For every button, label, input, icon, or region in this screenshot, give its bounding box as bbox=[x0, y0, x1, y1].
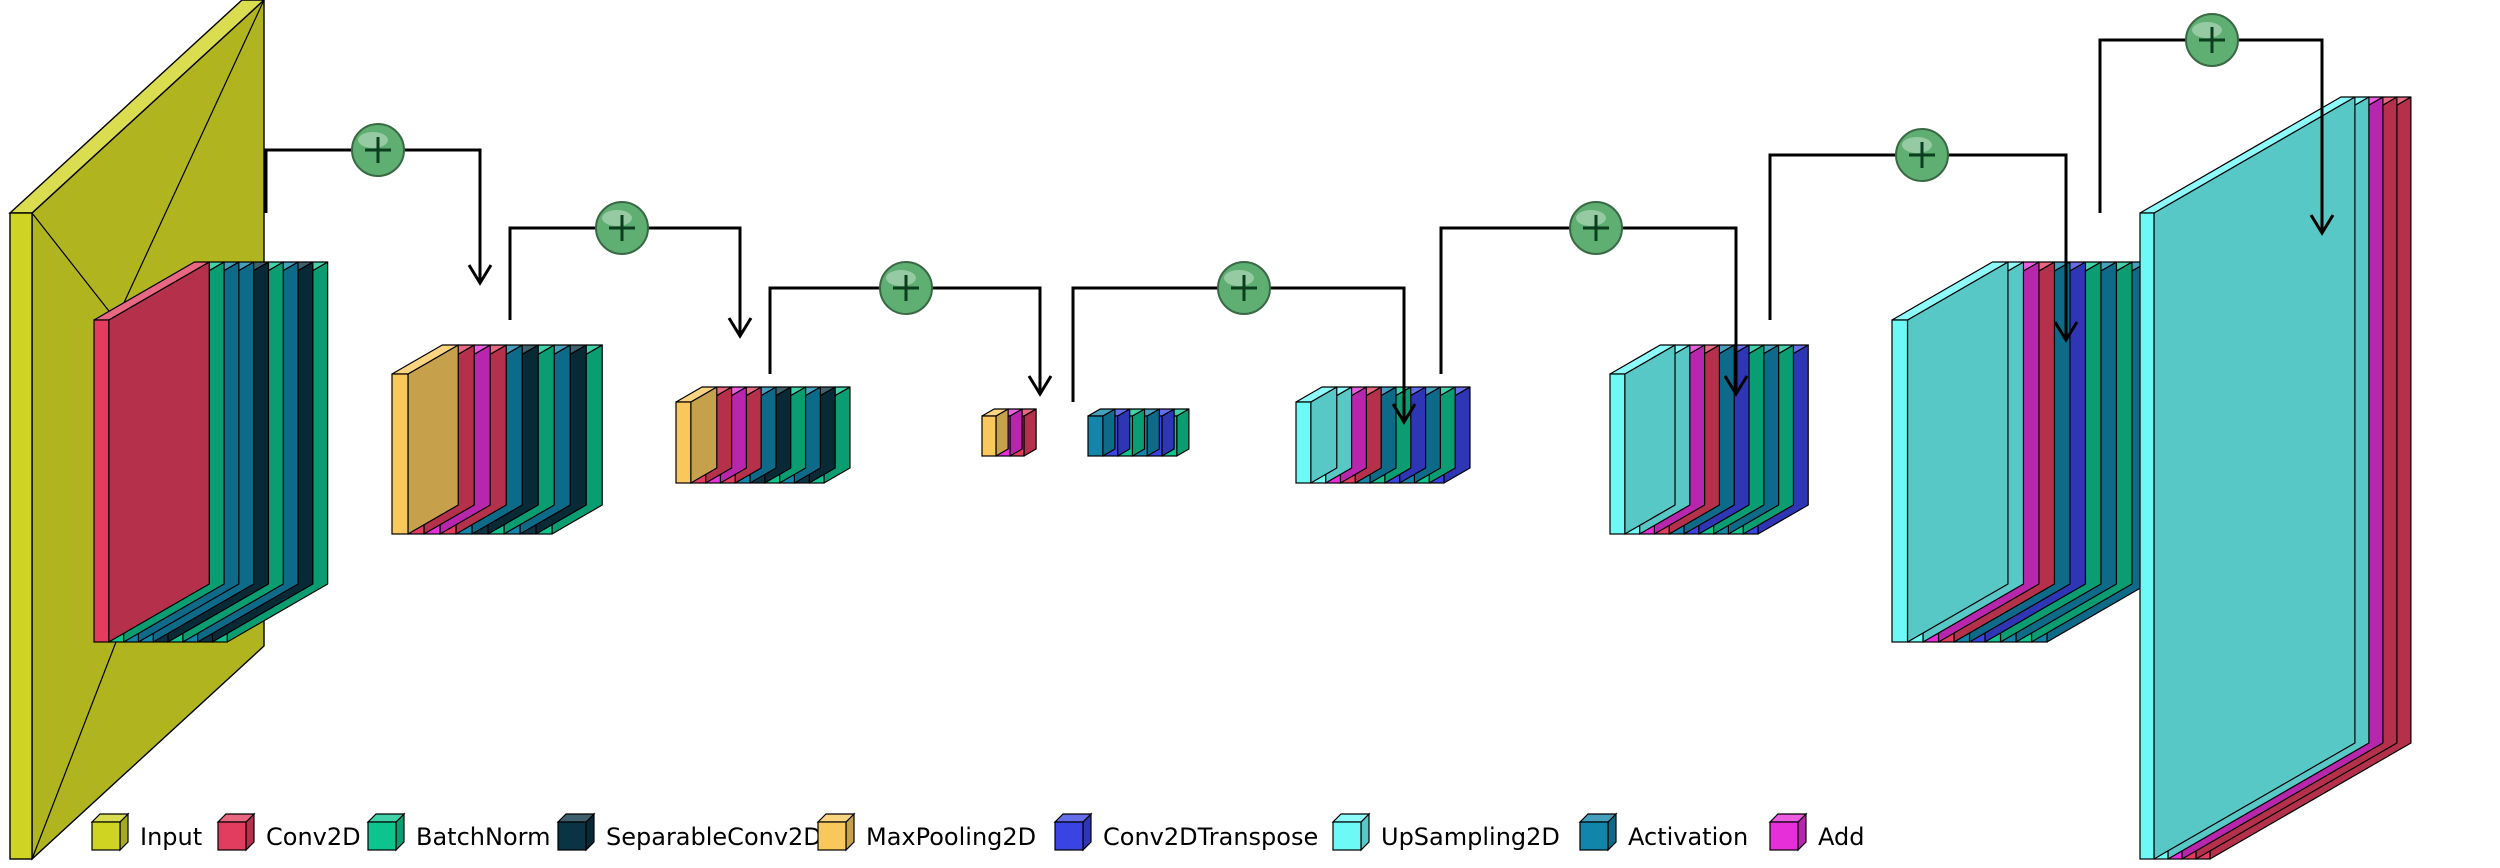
add-node-icon bbox=[1569, 201, 1623, 255]
residual-add-4 bbox=[1071, 261, 1417, 425]
legend-swatch bbox=[216, 812, 256, 852]
legend-label: BatchNorm bbox=[416, 823, 550, 851]
legend-swatch bbox=[1053, 812, 1093, 852]
add-node-icon bbox=[351, 123, 405, 177]
legend-label: MaxPooling2D bbox=[866, 823, 1036, 851]
legend-item-up-sampling2-d: UpSampling2D bbox=[1331, 812, 1560, 852]
legend-label: SeparableConv2D bbox=[606, 823, 822, 851]
legend-item-activation: Activation bbox=[1578, 812, 1748, 852]
legend-label: Conv2D bbox=[266, 823, 361, 851]
legend-swatch bbox=[1578, 812, 1618, 852]
layer-max-pooling2-d bbox=[675, 386, 718, 484]
block-up-block-1 bbox=[1295, 386, 1471, 484]
legend-label: Activation bbox=[1628, 823, 1748, 851]
block-down-block-1 bbox=[391, 344, 603, 535]
legend-swatch bbox=[1768, 812, 1808, 852]
legend-swatch bbox=[556, 812, 596, 852]
residual-add-1 bbox=[264, 123, 493, 286]
block-down-block-2 bbox=[675, 386, 851, 484]
skip-connections bbox=[264, 13, 2335, 425]
residual-add-2 bbox=[508, 201, 753, 339]
residual-add-6 bbox=[1768, 128, 2079, 343]
block-up-block-4 bbox=[2139, 96, 2412, 860]
legend-item-max-pooling2-d: MaxPooling2D bbox=[816, 812, 1036, 852]
legend-swatch bbox=[816, 812, 856, 852]
layer-activation bbox=[1087, 408, 1116, 457]
legend-item-batch-norm: BatchNorm bbox=[366, 812, 550, 852]
layer-max-pooling2-d bbox=[391, 344, 459, 535]
layer-up-sampling2-d bbox=[1295, 386, 1338, 484]
add-node-icon bbox=[1217, 261, 1271, 315]
legend-item-add: Add bbox=[1768, 812, 1864, 852]
add-node-icon bbox=[879, 261, 933, 315]
layer-up-sampling2-d bbox=[2139, 96, 2356, 860]
legend-label: UpSampling2D bbox=[1381, 823, 1560, 851]
add-node-icon bbox=[595, 201, 649, 255]
legend-swatch bbox=[366, 812, 406, 852]
legend-item-input: Input bbox=[90, 812, 202, 852]
legend-item-conv2-d: Conv2D bbox=[216, 812, 361, 852]
legend-swatch bbox=[90, 812, 130, 852]
legend-item-conv2-dtranspose: Conv2DTranspose bbox=[1053, 812, 1318, 852]
legend-label: Input bbox=[140, 823, 202, 851]
legend-item-separable-conv2-d: SeparableConv2D bbox=[556, 812, 822, 852]
legend-label: Add bbox=[1818, 823, 1864, 851]
legend: Input Conv2D BatchNorm SeparableConv2D MaxPo… bbox=[90, 812, 1864, 852]
block-up-block-3 bbox=[1891, 261, 2149, 643]
block-up-block-2 bbox=[1609, 344, 1809, 535]
layer-up-sampling2-d bbox=[1891, 261, 2009, 643]
layer-up-sampling2-d bbox=[1609, 344, 1676, 535]
residual-add-7 bbox=[2098, 13, 2335, 236]
legend-label: Conv2DTranspose bbox=[1103, 823, 1318, 851]
layer-max-pooling2-d bbox=[981, 408, 1009, 457]
block-down-block-3 bbox=[981, 408, 1037, 457]
block-bottleneck bbox=[1087, 408, 1190, 457]
legend-swatch bbox=[1331, 812, 1371, 852]
layer-stack bbox=[8, 0, 2412, 861]
add-node-icon bbox=[1895, 128, 1949, 182]
block-entry-block bbox=[93, 261, 329, 643]
residual-add-3 bbox=[768, 261, 1053, 397]
add-node-icon bbox=[2185, 13, 2239, 67]
residual-add-5 bbox=[1439, 201, 1749, 397]
layer-conv2-d bbox=[93, 261, 210, 643]
